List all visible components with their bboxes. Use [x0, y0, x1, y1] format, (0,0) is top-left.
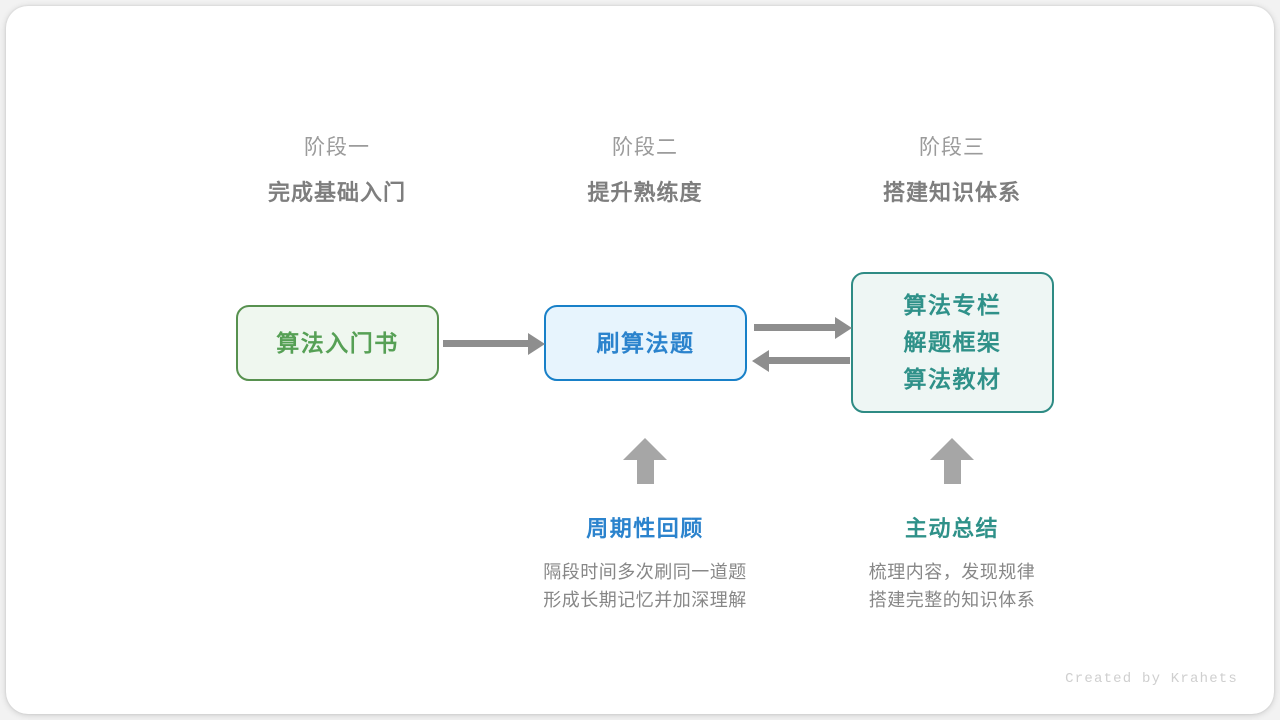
stage-title-3: 搭建知识体系 [882, 180, 1021, 205]
diagram-card: 阶段一 完成基础入门 阶段二 提升熟练度 阶段三 搭建知识体系 算法入门书 刷算… [6, 6, 1274, 714]
arrowhead-icon [623, 438, 667, 460]
arrow-shaft [637, 458, 654, 484]
stage-label-3: 阶段三 [919, 136, 985, 159]
note-desc-line: 搭建完整的知识体系 [868, 590, 1036, 610]
arrow-shaft [944, 458, 961, 484]
node-line: 算法入门书 [276, 329, 399, 356]
node-line: 算法专栏 [903, 292, 1002, 318]
node-practice-problems[interactable]: 刷算法题 [544, 305, 747, 381]
note-desc-line: 形成长期记忆并加深理解 [543, 590, 747, 610]
arrow-right-icon-practice-to-resources [754, 316, 852, 339]
stage-label-2: 阶段二 [612, 136, 678, 159]
stage-label-1: 阶段一 [304, 136, 370, 159]
note-desc-summary: 梳理内容，发现规律 搭建完整的知识体系 [792, 558, 1112, 614]
node-line: 解题框架 [903, 329, 1002, 355]
watermark-credit: Created by Krahets [1065, 671, 1238, 687]
stage-title-2: 提升熟练度 [587, 180, 703, 205]
stage-header-3: 阶段三 搭建知识体系 [822, 132, 1082, 210]
node-learning-resources[interactable]: 算法专栏 解题框架 算法教材 [851, 272, 1054, 413]
arrowhead-icon [528, 332, 545, 355]
node-line: 刷算法题 [596, 329, 695, 356]
note-desc-line: 隔段时间多次刷同一道题 [543, 562, 747, 582]
node-algorithm-intro-book[interactable]: 算法入门书 [236, 305, 439, 381]
arrow-right-icon-book-to-practice [443, 332, 545, 355]
note-title-summary: 主动总结 [904, 516, 999, 541]
arrowhead-icon [835, 316, 852, 339]
note-active-summary: 主动总结 梳理内容，发现规律 搭建完整的知识体系 [792, 514, 1112, 614]
note-title-review: 周期性回顾 [586, 516, 704, 541]
arrowhead-icon [752, 349, 769, 372]
stage-header-1: 阶段一 完成基础入门 [207, 132, 467, 210]
arrow-up-icon-review [623, 438, 667, 484]
note-desc-line: 梳理内容，发现规律 [868, 562, 1036, 582]
note-periodic-review: 周期性回顾 隔段时间多次刷同一道题 形成长期记忆并加深理解 [485, 514, 805, 614]
stage-title-1: 完成基础入门 [267, 180, 406, 205]
stage-header-2: 阶段二 提升熟练度 [515, 132, 775, 210]
note-desc-review: 隔段时间多次刷同一道题 形成长期记忆并加深理解 [485, 558, 805, 614]
arrow-left-icon-resources-to-practice [752, 349, 850, 372]
node-line: 算法教材 [903, 366, 1002, 392]
arrow-up-icon-summary [930, 438, 974, 484]
arrowhead-icon [930, 438, 974, 460]
